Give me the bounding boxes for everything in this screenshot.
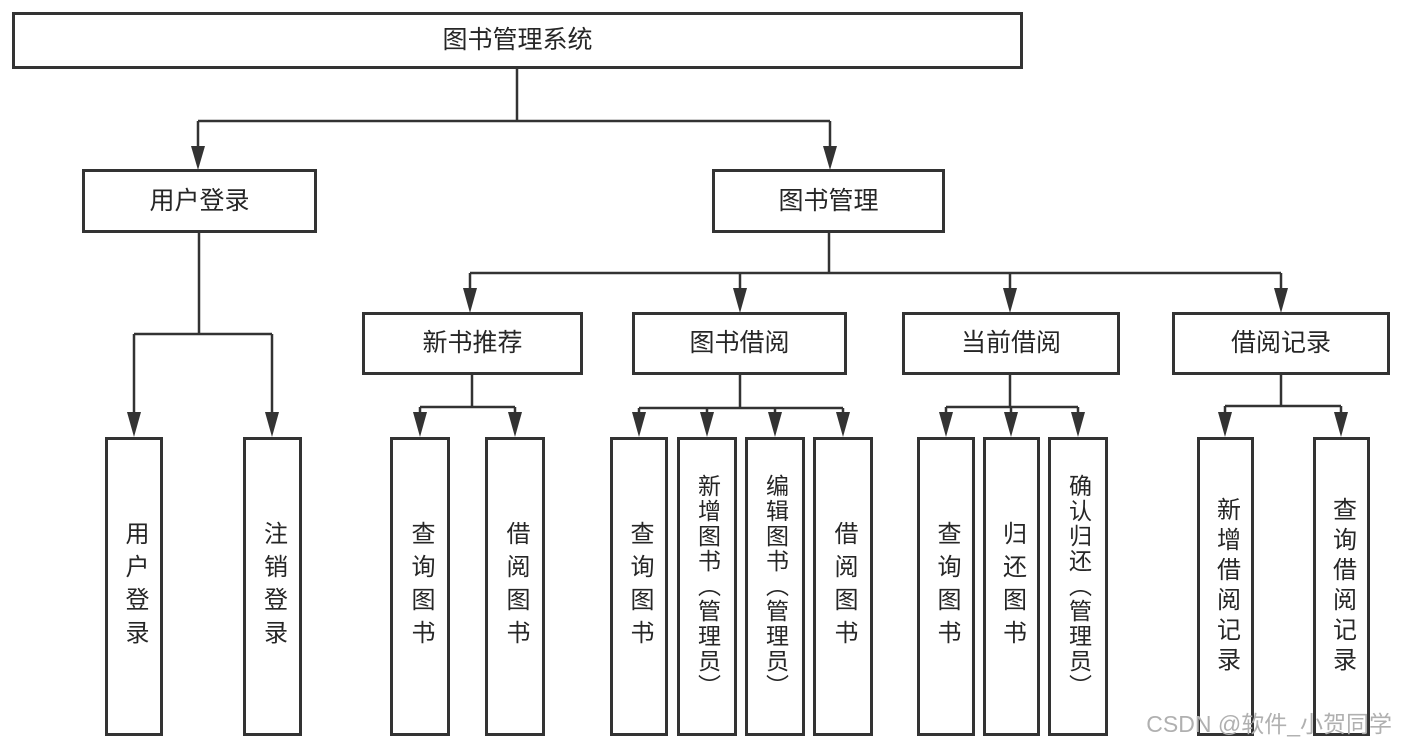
arrowhead-icon bbox=[191, 146, 205, 170]
node-user-login: 用户登录 bbox=[82, 169, 317, 233]
arrowhead-icon bbox=[265, 412, 279, 437]
leaf-borrow-borrow-books: 借阅图书 bbox=[813, 437, 873, 736]
arrowhead-icon bbox=[632, 412, 646, 437]
arrowhead-icon bbox=[1334, 412, 1348, 437]
leaf-newbook-query-books-label: 查询图书 bbox=[407, 520, 434, 653]
leaf-borrow-add-books-admin: 新增图书（管理员） bbox=[677, 437, 737, 736]
node-book-management: 图书管理 bbox=[712, 169, 945, 233]
arrowhead-icon bbox=[413, 412, 427, 437]
leaf-borrow-edit-books-admin-label: 编辑图书（管理员） bbox=[762, 474, 789, 699]
leaf-newbook-borrow-books-label: 借阅图书 bbox=[502, 520, 529, 653]
leaf-current-confirm-return-admin-label: 确认归还（管理员） bbox=[1065, 474, 1092, 699]
leaf-newbook-borrow-books: 借阅图书 bbox=[485, 437, 545, 736]
leaf-logout: 注销登录 bbox=[243, 437, 302, 736]
leaf-records-query-record-label: 查询借阅记录 bbox=[1328, 496, 1356, 677]
leaf-user-login-label: 用户登录 bbox=[121, 520, 148, 653]
leaf-records-add-record: 新增借阅记录 bbox=[1197, 437, 1254, 736]
node-current-borrowing: 当前借阅 bbox=[902, 312, 1120, 375]
node-book-management-label: 图书管理 bbox=[778, 186, 879, 215]
arrowhead-icon bbox=[508, 412, 522, 437]
leaf-user-login: 用户登录 bbox=[105, 437, 163, 736]
arrowhead-icon bbox=[733, 288, 747, 313]
leaf-current-return-books-label: 归还图书 bbox=[998, 520, 1026, 653]
arrowhead-icon bbox=[1274, 288, 1288, 313]
arrowhead-icon bbox=[127, 412, 141, 437]
arrowhead-icon bbox=[1071, 412, 1085, 437]
arrowhead-icon bbox=[1003, 288, 1017, 313]
leaf-borrow-add-books-admin-label: 新增图书（管理员） bbox=[694, 474, 721, 699]
node-borrowing-records-label: 借阅记录 bbox=[1230, 329, 1331, 357]
arrowhead-icon bbox=[700, 412, 714, 437]
leaf-borrow-query-books: 查询图书 bbox=[610, 437, 668, 736]
leaf-current-query-books: 查询图书 bbox=[917, 437, 975, 736]
node-new-book-recommend-label: 新书推荐 bbox=[422, 329, 523, 357]
connector-lines bbox=[132, 68, 1343, 414]
node-borrowing-records: 借阅记录 bbox=[1172, 312, 1390, 375]
leaf-records-query-record: 查询借阅记录 bbox=[1313, 437, 1370, 736]
node-new-book-recommend: 新书推荐 bbox=[362, 312, 583, 375]
arrowhead-icon bbox=[463, 288, 477, 313]
arrowhead-icon bbox=[768, 412, 782, 437]
leaf-records-add-record-label: 新增借阅记录 bbox=[1212, 496, 1240, 677]
leaf-borrow-edit-books-admin: 编辑图书（管理员） bbox=[745, 437, 805, 736]
arrowhead-icon bbox=[823, 146, 837, 170]
node-current-borrowing-label: 当前借阅 bbox=[960, 329, 1061, 357]
node-book-borrowing-label: 图书借阅 bbox=[689, 329, 790, 357]
arrowhead-icon bbox=[1004, 412, 1018, 437]
leaf-newbook-query-books: 查询图书 bbox=[390, 437, 450, 736]
leaf-logout-label: 注销登录 bbox=[259, 520, 287, 653]
node-root: 图书管理系统 bbox=[12, 12, 1023, 69]
leaf-current-confirm-return-admin: 确认归还（管理员） bbox=[1048, 437, 1108, 736]
leaf-current-return-books: 归还图书 bbox=[983, 437, 1040, 736]
arrowhead-icon bbox=[1218, 412, 1232, 437]
arrowhead-icon bbox=[836, 412, 850, 437]
csdn-watermark: CSDN @软件_小贺同学 bbox=[1146, 711, 1392, 737]
leaf-current-query-books-label: 查询图书 bbox=[933, 520, 960, 653]
leaf-borrow-query-books-label: 查询图书 bbox=[626, 520, 653, 653]
node-root-label: 图书管理系统 bbox=[442, 26, 593, 54]
leaf-borrow-borrow-books-label: 借阅图书 bbox=[830, 520, 857, 653]
arrowhead-icon bbox=[939, 412, 953, 437]
node-user-login-label: 用户登录 bbox=[149, 186, 250, 215]
arrowhead-icons bbox=[127, 146, 1348, 437]
node-book-borrowing: 图书借阅 bbox=[632, 312, 847, 375]
